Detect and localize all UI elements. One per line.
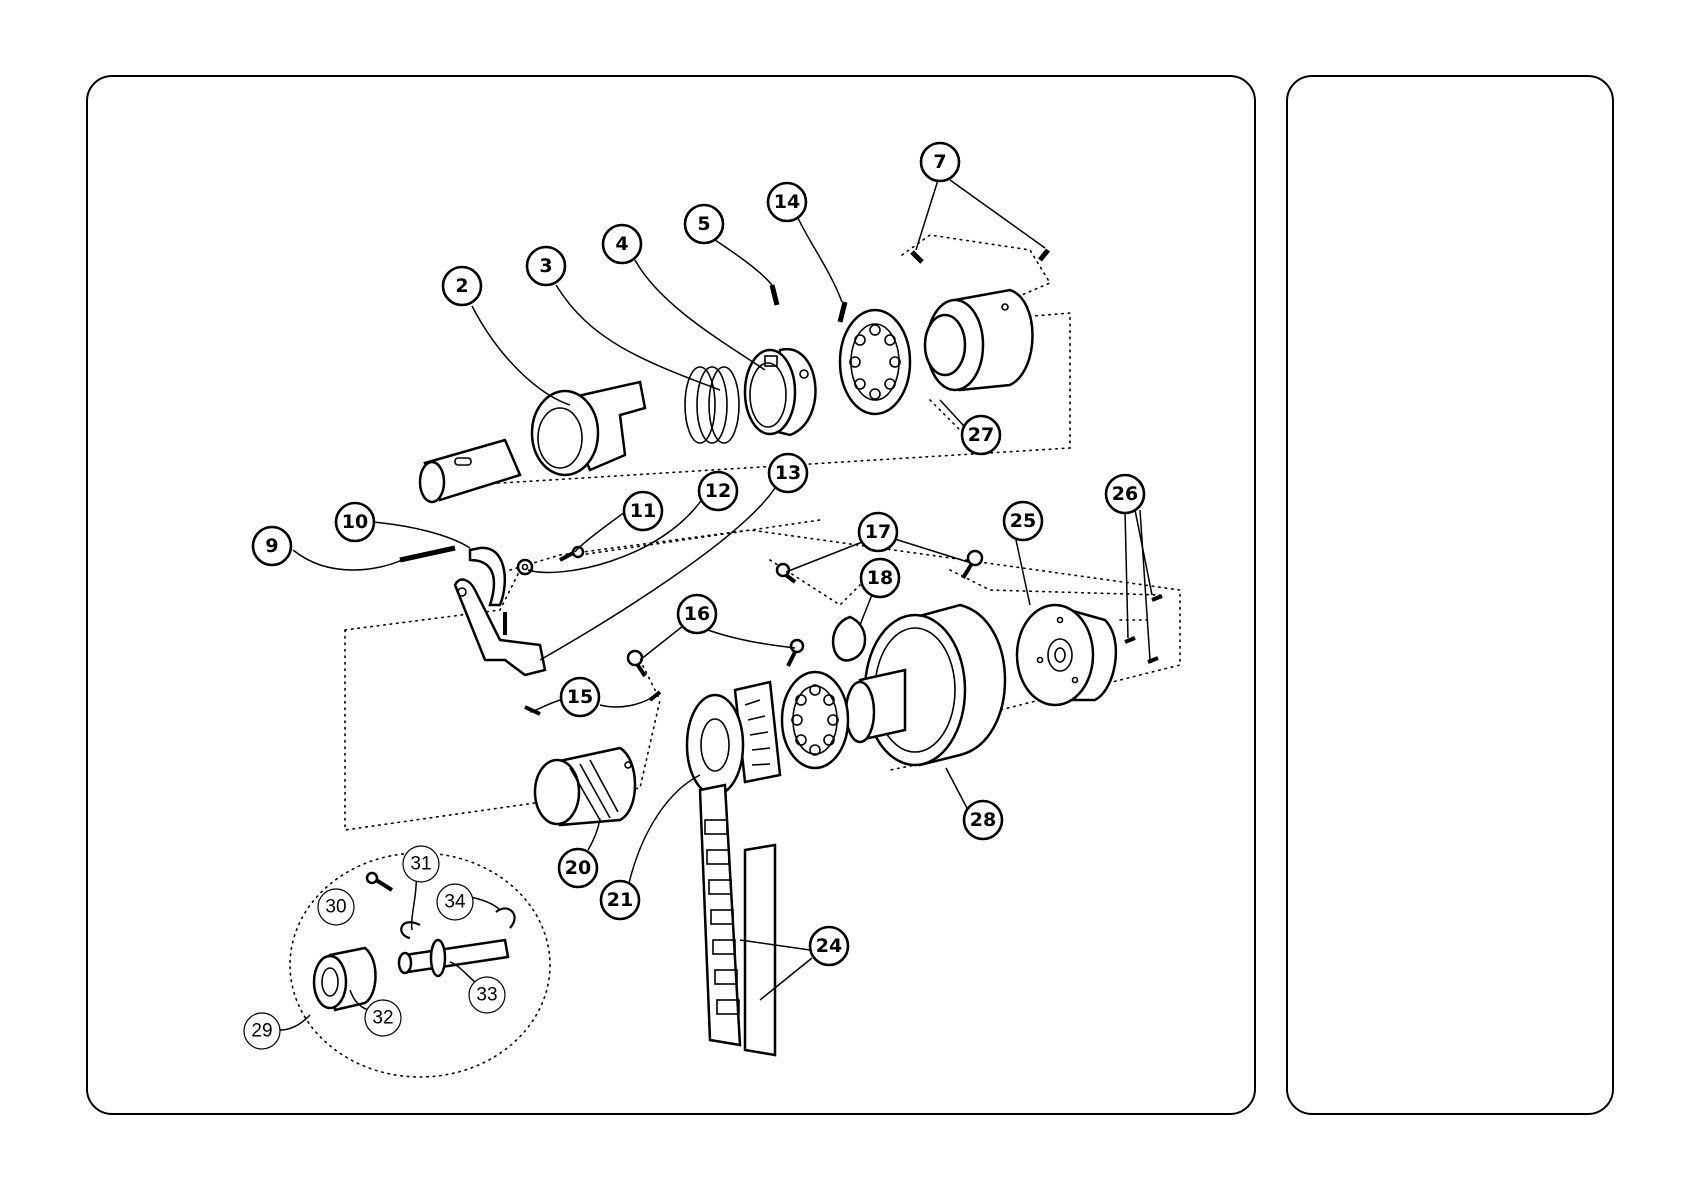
svg-text:3: 3 [539,255,552,277]
svg-text:10: 10 [342,511,368,533]
svg-text:17: 17 [865,521,891,543]
bearing-housing-upper [925,290,1033,390]
callout-12: 12 [699,472,737,510]
spindle-lower [846,670,905,742]
svg-text:26: 26 [1112,483,1138,505]
svg-text:30: 30 [325,897,346,918]
callout-28: 28 [964,801,1002,839]
svg-text:9: 9 [265,535,278,557]
svg-text:11: 11 [630,500,656,522]
shaft-sleeve [420,440,520,502]
callout-31: 31 [403,846,439,882]
callout-25: 25 [1004,502,1042,540]
svg-text:7: 7 [933,151,946,173]
callout-18: 18 [861,559,899,597]
callout-10: 10 [336,503,374,541]
screw-part-11 [560,547,583,560]
callout-33: 33 [469,977,505,1013]
pin-part-14 [840,302,845,322]
callout-34: 34 [437,884,473,920]
timing-belt-part-24 [700,785,775,1055]
svg-text:16: 16 [684,603,710,625]
callout-16: 16 [678,595,716,633]
e-clip-part-34 [496,908,515,928]
svg-text:25: 25 [1010,510,1036,532]
callout-27: 27 [962,416,1000,454]
collar-part-4 [745,349,815,435]
svg-text:5: 5 [697,213,710,235]
callout-9: 9 [253,527,291,565]
callout-13: 13 [769,454,807,492]
svg-text:24: 24 [816,935,842,957]
callout-24: 24 [810,927,848,965]
callout-30: 30 [318,889,354,925]
svg-text:13: 13 [775,462,801,484]
washer-part-12 [518,560,532,574]
svg-text:29: 29 [251,1021,272,1042]
callout-26: 26 [1106,475,1144,513]
pulley-part-25 [1017,605,1116,705]
spring-wire-part-9 [400,548,455,560]
ball-bearing-lower [782,672,848,768]
cam-hub-part-2 [532,382,645,475]
callout-11: 11 [624,492,662,530]
svg-text:20: 20 [565,857,591,879]
svg-text:18: 18 [867,567,893,589]
pin-part-5 [772,285,777,305]
callout-14: 14 [768,183,806,221]
callout-21: 21 [601,881,639,919]
svg-text:15: 15 [567,686,593,708]
callout-20: 20 [559,849,597,887]
callout-5: 5 [685,205,723,243]
screw-part-30 [367,873,392,890]
callouts: 2 3 4 5 14 7 27 10 9 11 12 13 17 25 26 1… [244,143,1144,1049]
callout-29: 29 [244,1013,280,1049]
nut-part-32 [314,948,376,1010]
svg-text:4: 4 [615,233,628,255]
axle-part-33 [399,940,508,976]
svg-text:12: 12 [705,480,731,502]
callout-7: 7 [921,143,959,181]
svg-text:32: 32 [372,1008,393,1029]
svg-text:34: 34 [444,892,466,913]
screws-part-26 [1125,596,1162,662]
callout-4: 4 [603,225,641,263]
svg-text:33: 33 [476,985,497,1006]
timing-pulley-part-21 [687,682,780,795]
svg-text:14: 14 [774,191,800,213]
knurled-sleeve-part-20 [535,748,635,825]
inset-assembly-29 [290,853,550,1077]
ball-bearing-upper [840,310,910,414]
svg-text:21: 21 [607,889,633,911]
svg-text:31: 31 [410,854,431,875]
callout-2: 2 [443,267,481,305]
svg-text:27: 27 [968,424,994,446]
callout-3: 3 [527,247,565,285]
e-clip-part-31 [401,922,420,938]
callout-17: 17 [859,513,897,551]
coil-spring-part-3 [685,367,739,443]
svg-text:28: 28 [970,809,996,831]
callout-15: 15 [561,678,599,716]
callout-32: 32 [365,1000,401,1036]
svg-text:2: 2 [455,275,468,297]
pins-part-7 [912,250,1048,262]
